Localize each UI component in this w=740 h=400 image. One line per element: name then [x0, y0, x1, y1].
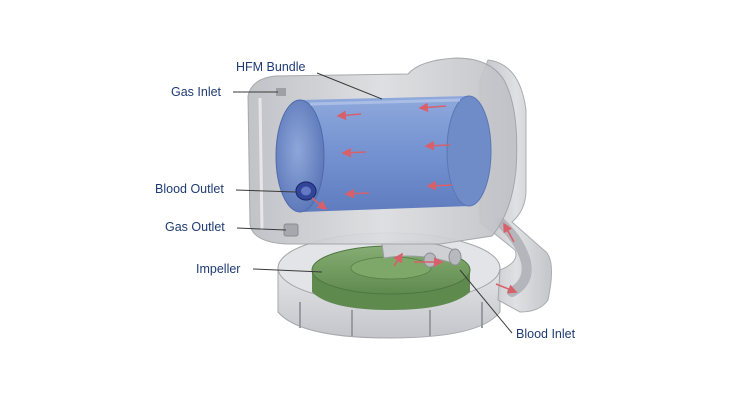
leader-line-blood-inlet — [459, 269, 513, 334]
leader-line-blood-outlet — [235, 189, 297, 193]
leader-line-hfm-bundle — [316, 72, 383, 100]
flow-arrow-icon — [341, 147, 367, 158]
flow-arrow-icon — [336, 110, 362, 121]
leader-line-impeller — [252, 268, 323, 273]
blood-outlet-port — [295, 181, 317, 201]
label-hfm-bundle: HFM Bundle — [236, 60, 306, 74]
flow-arrow-icon — [393, 252, 403, 267]
leader-lines — [233, 72, 513, 334]
label-gas-inlet: Gas Inlet — [171, 85, 222, 99]
label-impeller: Impeller — [196, 262, 241, 276]
flow-arrow-icon — [495, 283, 518, 294]
label-blood-inlet: Blood Inlet — [516, 327, 576, 341]
flow-arrow-icon — [503, 222, 515, 243]
flow-arrow-icon — [418, 102, 447, 113]
leader-line-gas-outlet — [236, 227, 287, 231]
label-gas-outlet: Gas Outlet — [165, 220, 225, 234]
flow-arrow-icon — [311, 197, 328, 210]
label-blood-outlet: Blood Outlet — [155, 182, 224, 196]
flow-arrows — [311, 102, 518, 294]
flow-arrow-icon — [424, 140, 451, 151]
flow-arrow-icon — [426, 180, 453, 191]
flow-arrow-icon — [344, 188, 370, 199]
